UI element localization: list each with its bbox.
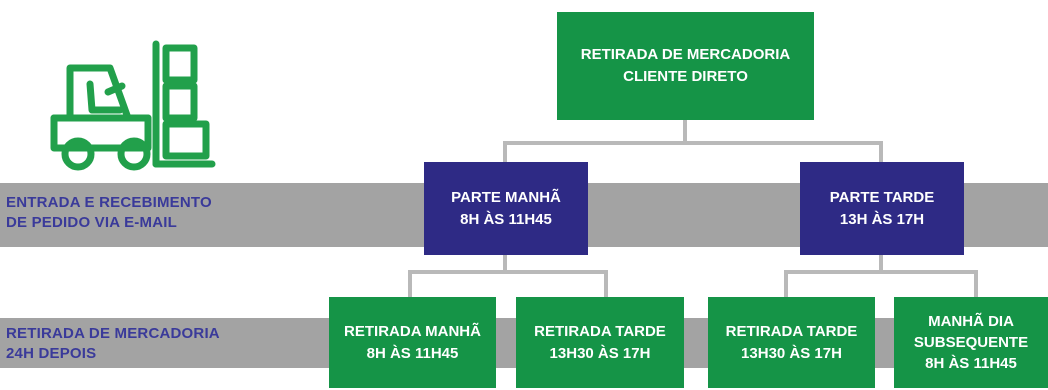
pickup-2-line1: RETIRADA TARDE <box>534 322 666 340</box>
pickup-1-line2: 8H ÀS 11H45 <box>366 344 459 362</box>
part-tarde-line2: 13H ÀS 17H <box>839 210 925 228</box>
part-manha-line2: 8H ÀS 11H45 <box>460 210 552 228</box>
band-entrada-line2: DE PEDIDO VIA E-MAIL <box>6 214 177 231</box>
connector-tarde-down <box>879 255 883 273</box>
connector-to-pickup-1 <box>408 270 412 298</box>
pickup-3-line2: 13H30 ÀS 17H <box>741 344 842 362</box>
connector-manha-down <box>503 255 507 273</box>
pickup-box-1: RETIRADA MANHÃ 8H ÀS 11H45 <box>329 297 496 388</box>
pickup-4-line3: 8H ÀS 11H45 <box>925 355 1017 372</box>
band-entrada-label: ENTRADA E RECEBIMENTO DE PEDIDO VIA E-MA… <box>6 193 212 233</box>
band-retirada-label: RETIRADA DE MERCADORIA 24H DEPOIS <box>6 324 220 364</box>
pickup-box-2: RETIRADA TARDE 13H30 ÀS 17H <box>516 297 684 388</box>
connector-top-down <box>683 120 687 144</box>
pickup-1-line1: RETIRADA MANHÃ <box>344 322 481 340</box>
connector-to-pickup-4 <box>974 270 978 298</box>
part-tarde-box: PARTE TARDE 13H ÀS 17H <box>800 162 964 255</box>
pickup-box-3: RETIRADA TARDE 13H30 ÀS 17H <box>708 297 875 388</box>
part-manha-box: PARTE MANHÃ 8H ÀS 11H45 <box>424 162 588 255</box>
pickup-2-line2: 13H30 ÀS 17H <box>549 344 651 362</box>
band-entrada-line1: ENTRADA E RECEBIMENTO <box>6 194 212 211</box>
connector-to-part-manha <box>503 141 507 163</box>
band-retirada-line2: 24H DEPOIS <box>6 345 97 362</box>
band-retirada-line1: RETIRADA DE MERCADORIA <box>6 325 220 342</box>
connector-to-pickup-3 <box>784 270 788 298</box>
pickup-box-4: MANHÃ DIA SUBSEQUENTE 8H ÀS 11H45 <box>894 297 1048 388</box>
top-box-line2: CLIENTE DIRETO <box>623 68 748 85</box>
forklift-with-boxes-icon <box>50 40 216 171</box>
pickup-4-line2: SUBSEQUENTE <box>913 334 1029 351</box>
top-box-retirada-cliente-direto: RETIRADA DE MERCADORIA CLIENTE DIRETO <box>557 12 814 120</box>
connector-tarde-horizontal <box>784 270 978 274</box>
connector-to-pickup-2 <box>604 270 608 298</box>
connector-manha-horizontal <box>408 270 608 274</box>
top-box-line1: RETIRADA DE MERCADORIA <box>580 46 791 63</box>
part-manha-line1: PARTE MANHÃ <box>451 188 561 206</box>
pickup-3-line1: RETIRADA TARDE <box>725 322 858 340</box>
pickup-4-line1: MANHÃ DIA <box>928 313 1014 330</box>
connector-to-part-tarde <box>879 141 883 163</box>
part-tarde-line1: PARTE TARDE <box>829 188 935 206</box>
connector-top-horizontal <box>503 141 883 145</box>
